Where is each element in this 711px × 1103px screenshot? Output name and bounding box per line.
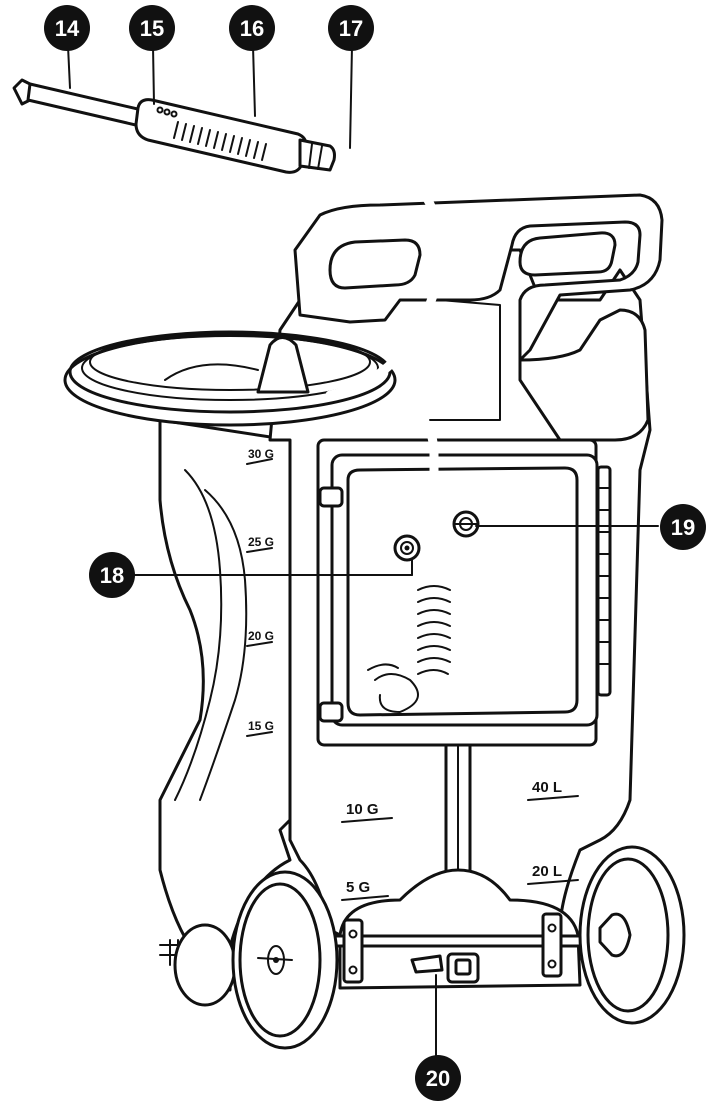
gauge-5g: 5 G — [341, 879, 389, 901]
callout-19-label: 19 — [671, 515, 695, 540]
hose-reel — [63, 330, 397, 427]
drain-valve — [159, 939, 186, 966]
hose-coil — [367, 585, 451, 713]
box-hinge-strip — [596, 465, 612, 697]
gauge-15g: 15 G — [246, 719, 274, 737]
callout-15-label: 15 — [140, 16, 164, 41]
callout-16-label: 16 — [240, 16, 264, 41]
gauge-front: 10 G 5 G 40 L 20 L — [341, 779, 579, 901]
latch-upper — [318, 486, 344, 508]
callout-18: 18 — [89, 552, 135, 598]
axle-bracket-right — [541, 912, 563, 978]
cart-handle — [293, 193, 664, 442]
hose — [325, 143, 451, 713]
gauge-25g-label: 25 G — [248, 535, 274, 549]
gauge-20g: 20 G — [246, 629, 274, 647]
gauge-20l: 20 L — [527, 863, 579, 885]
gauge-15g-label: 15 G — [248, 719, 274, 733]
callout-15: 15 — [129, 5, 175, 51]
gauge-20l-label: 20 L — [532, 863, 562, 880]
latch-lower — [318, 701, 344, 723]
callout-16: 16 — [229, 5, 275, 51]
gauge-10g-label: 10 G — [346, 801, 379, 818]
spray-wand — [12, 78, 336, 174]
control-box — [316, 438, 612, 747]
callout-20-label: 20 — [426, 1066, 450, 1091]
axle-bracket-left — [342, 918, 364, 984]
callout-14: 14 — [44, 5, 90, 51]
leader-lines — [67, 45, 659, 1057]
gauge-5g-label: 5 G — [346, 879, 370, 896]
gauge-25g: 25 G — [246, 535, 274, 553]
base-assembly — [159, 868, 612, 990]
gauge-30g-label: 30 G — [248, 447, 274, 461]
gauge-30g: 30 G — [246, 447, 274, 465]
gauge-20g-label: 20 G — [248, 629, 274, 643]
gauge-left: 30 G 25 G 20 G 15 G — [246, 447, 274, 737]
grip-ribs — [173, 121, 267, 161]
gauge-40l: 40 L — [527, 779, 579, 801]
hose-fitting — [393, 534, 421, 562]
callout-20: 20 — [415, 1055, 461, 1101]
wheel-right — [578, 845, 686, 1025]
callout-18-label: 18 — [100, 563, 124, 588]
callout-19: 19 — [660, 504, 706, 550]
wheel-left — [231, 870, 339, 1050]
callout-17-label: 17 — [339, 16, 363, 41]
callout-17: 17 — [328, 5, 374, 51]
wheel-rear-left — [173, 923, 237, 1007]
callout-14-label: 14 — [55, 16, 80, 41]
gauge-10g: 10 G — [341, 801, 393, 823]
parking-brake — [410, 952, 480, 984]
knob — [452, 510, 480, 538]
gauge-40l-label: 40 L — [532, 779, 562, 796]
